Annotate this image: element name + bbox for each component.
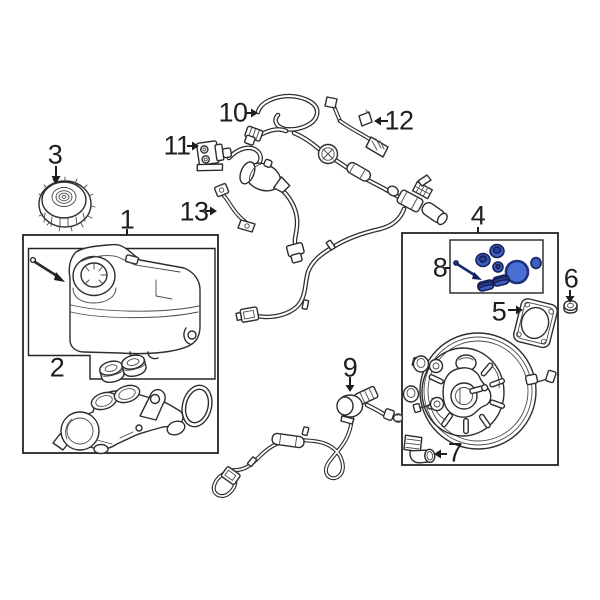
pump-bracket [195,140,233,172]
pump-hose-connector [285,241,305,264]
vacuum-pump [239,158,291,194]
group-box-8 [449,239,544,294]
master-cylinder [52,384,186,455]
group-box-1 [22,234,219,454]
reservoir-cap [38,176,96,232]
harness-connector [220,466,241,486]
callout-13: 13 [179,196,209,227]
callout-leaders [51,108,575,459]
callout-2: 2 [49,352,65,383]
seal-ring-b [475,252,491,268]
bracket-12 [324,96,389,158]
check-valve [403,434,436,464]
reservoir-grommets [99,354,147,384]
callout-5: 5 [491,296,507,327]
booster-grommet-1 [412,355,430,373]
seal-cup-2 [491,274,510,287]
callout-1: 1 [119,204,135,235]
group-box-2 [27,247,216,380]
seal-ring-a [489,243,505,259]
seal-large-cup [504,259,530,285]
sensor-harness [211,385,404,498]
callout-4: 4 [470,200,486,231]
seal-right [530,256,542,270]
callout-10: 10 [218,97,248,128]
reservoir-o-ring [181,384,213,428]
group-box-4 [401,232,559,466]
callout-7: 7 [447,437,463,468]
callout-12: 12 [384,105,414,136]
seal-repair-kit [453,243,542,292]
vacuum-tube-assembly [226,93,448,323]
mounting-nut [563,300,578,314]
hose-end-connector [235,306,260,323]
callout-8: 8 [432,252,448,283]
booster-rear-stud [524,369,557,386]
booster-grommet-2 [402,385,420,403]
callout-11: 11 [163,130,191,161]
brake-booster [402,332,557,450]
fluid-reservoir [68,243,201,361]
seal-small [492,261,504,273]
callout-9: 9 [342,352,358,383]
callout-6: 6 [563,263,579,294]
reservoir-pin [29,256,65,282]
booster-gasket [512,298,558,349]
callout-3: 3 [47,139,63,170]
bracket-13 [213,182,256,233]
